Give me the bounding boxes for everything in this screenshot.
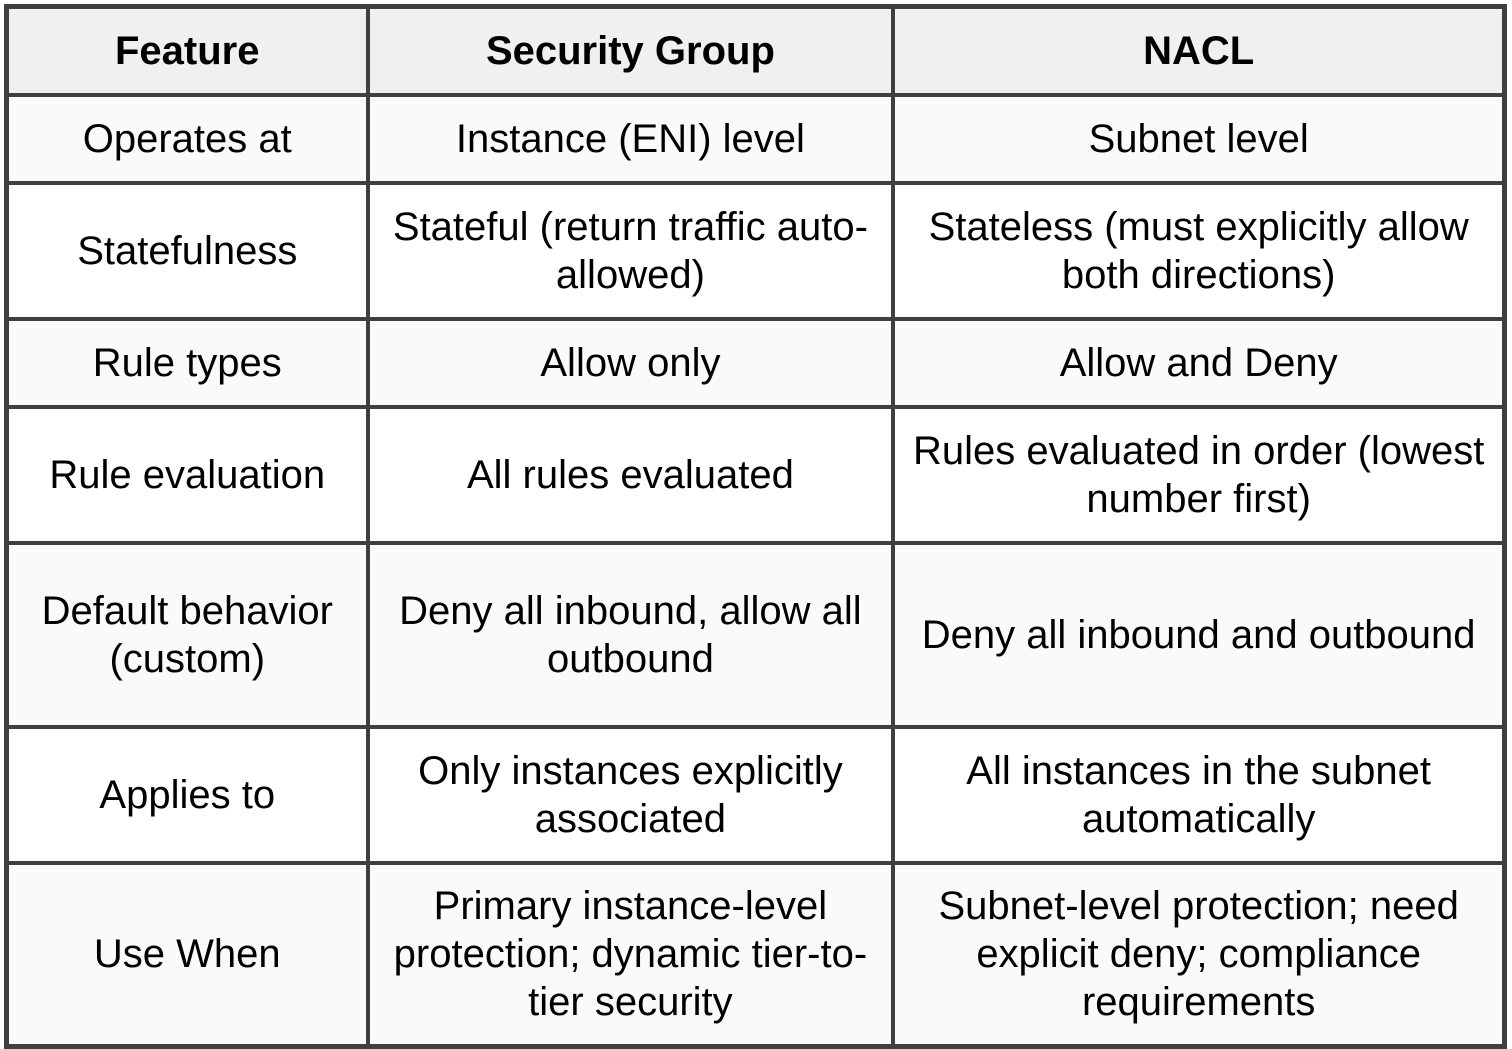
cell-feature: Operates at bbox=[4, 92, 370, 185]
cell-feature: Statefulness bbox=[4, 180, 370, 321]
cell-security-group: Instance (ENI) level bbox=[365, 92, 896, 185]
cell-security-group: Allow only bbox=[365, 316, 896, 409]
cell-nacl: Rules evaluated in order (lowest number … bbox=[891, 404, 1507, 545]
table-row-operates-at: Operates at Instance (ENI) level Subnet … bbox=[4, 92, 1507, 185]
cell-security-group: Deny all inbound, allow all outbound bbox=[365, 540, 896, 729]
table-row-default-behavior: Default behavior (custom) Deny all inbou… bbox=[4, 540, 1507, 729]
cell-feature: Default behavior (custom) bbox=[4, 540, 370, 729]
cell-feature: Use When bbox=[4, 860, 370, 1049]
cell-feature: Rule evaluation bbox=[4, 404, 370, 545]
cell-feature: Applies to bbox=[4, 724, 370, 865]
cell-nacl: Subnet-level protection; need explicit d… bbox=[891, 860, 1507, 1049]
cell-feature: Rule types bbox=[4, 316, 370, 409]
cell-nacl: Stateless (must explicitly allow both di… bbox=[891, 180, 1507, 321]
cell-nacl: All instances in the subnet automaticall… bbox=[891, 724, 1507, 865]
comparison-table: Feature Security Group NACL Operates at … bbox=[4, 4, 1507, 1049]
cell-security-group: Stateful (return traffic auto-allowed) bbox=[365, 180, 896, 321]
cell-security-group: Only instances explicitly associated bbox=[365, 724, 896, 865]
column-header-feature: Feature bbox=[4, 4, 370, 97]
table-row-applies-to: Applies to Only instances explicitly ass… bbox=[4, 724, 1507, 865]
cell-security-group: All rules evaluated bbox=[365, 404, 896, 545]
table-row-statefulness: Statefulness Stateful (return traffic au… bbox=[4, 180, 1507, 321]
column-header-security-group: Security Group bbox=[365, 4, 896, 97]
table-row-use-when: Use When Primary instance-level protecti… bbox=[4, 860, 1507, 1049]
header-row: Feature Security Group NACL bbox=[4, 4, 1507, 97]
cell-nacl: Deny all inbound and outbound bbox=[891, 540, 1507, 729]
cell-security-group: Primary instance-level protection; dynam… bbox=[365, 860, 896, 1049]
cell-nacl: Subnet level bbox=[891, 92, 1507, 185]
cell-nacl: Allow and Deny bbox=[891, 316, 1507, 409]
column-header-nacl: NACL bbox=[891, 4, 1507, 97]
table-row-rule-evaluation: Rule evaluation All rules evaluated Rule… bbox=[4, 404, 1507, 545]
table-row-rule-types: Rule types Allow only Allow and Deny bbox=[4, 316, 1507, 409]
